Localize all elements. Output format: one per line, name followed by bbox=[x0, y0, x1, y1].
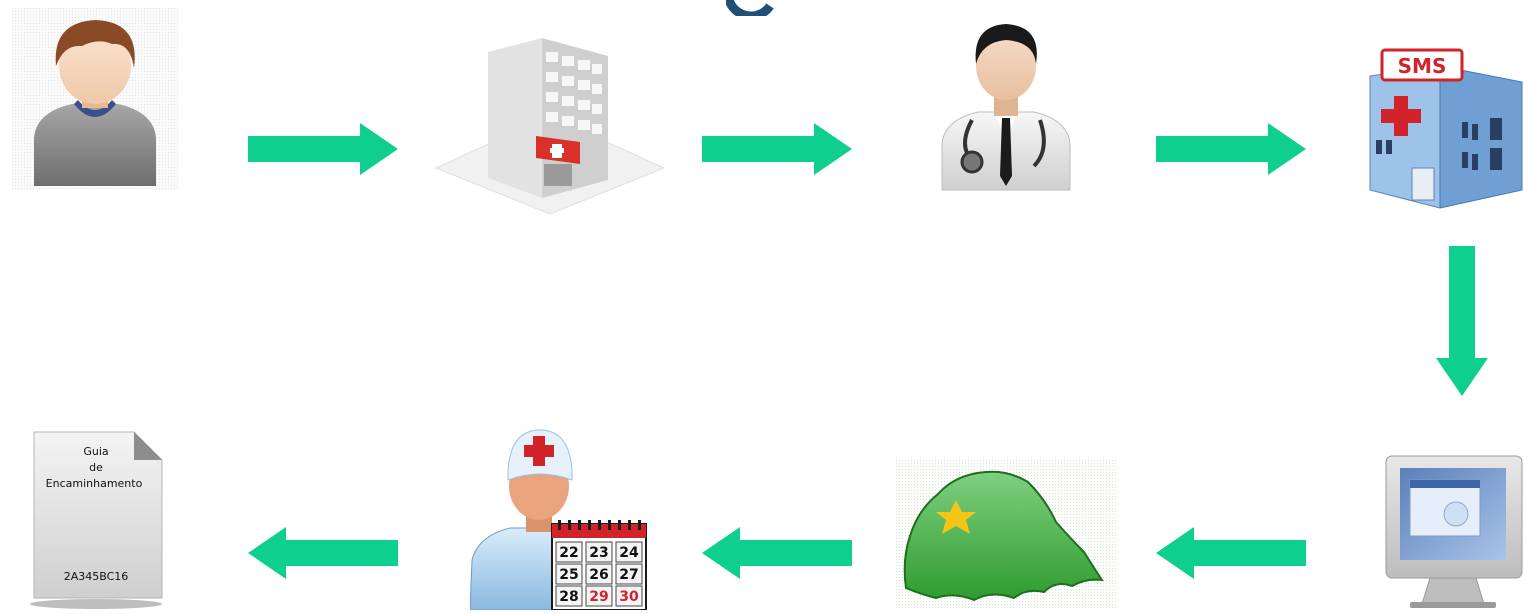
scheduler-with-calendar-icon: 22 23 24 25 26 27 28 29 30 bbox=[469, 429, 647, 611]
arrow-doctor-to-sms bbox=[1156, 123, 1308, 179]
computer-monitor-icon bbox=[1385, 455, 1523, 608]
doc-title-line-3: Encaminhamento bbox=[46, 477, 143, 490]
sms-node: SMS bbox=[1366, 40, 1524, 214]
calendar-day-highlight: 30 bbox=[619, 589, 639, 605]
arrow-state-map-to-scheduler bbox=[702, 527, 854, 583]
doc-code: 2A345BC16 bbox=[64, 570, 129, 583]
calendar-day-highlight: 29 bbox=[589, 589, 608, 605]
calendar-day: 25 bbox=[559, 567, 578, 583]
doctor-icon bbox=[941, 24, 1071, 191]
arrow-sms-to-system bbox=[1436, 246, 1488, 402]
parana-map-icon bbox=[896, 460, 1116, 610]
state-map-node bbox=[896, 460, 1116, 614]
health-unit-building-icon bbox=[434, 38, 666, 215]
doctor-node bbox=[938, 20, 1074, 196]
sms-label: SMS bbox=[1398, 54, 1447, 78]
cropped-title-fragment bbox=[726, 0, 776, 16]
arrow-patient-to-health-unit bbox=[248, 123, 400, 179]
scheduler-node: 22 23 24 25 26 27 28 29 30 bbox=[469, 428, 650, 614]
document-icon: Guia de Encaminhamento 2A345BC16 bbox=[30, 431, 163, 609]
calendar-day: 24 bbox=[619, 545, 639, 561]
doc-title-line-1: Guia bbox=[83, 445, 108, 458]
sms-building-icon: SMS bbox=[1369, 48, 1523, 209]
calendar-day: 26 bbox=[589, 567, 608, 583]
arrow-system-to-state-map bbox=[1156, 527, 1308, 583]
doc-title-line-2: de bbox=[89, 461, 103, 474]
arrow-scheduler-to-referral-guide bbox=[248, 527, 400, 583]
calendar-day: 28 bbox=[559, 589, 578, 605]
referral-guide-node: Guia de Encaminhamento 2A345BC16 bbox=[28, 428, 168, 614]
calendar: 22 23 24 25 26 27 28 29 30 bbox=[551, 520, 647, 611]
health-unit-node bbox=[432, 38, 668, 218]
calendar-day: 27 bbox=[619, 567, 638, 583]
patient-node bbox=[12, 8, 178, 194]
patient-icon bbox=[12, 8, 178, 190]
calendar-day: 23 bbox=[589, 545, 608, 561]
arrow-health-unit-to-doctor bbox=[702, 123, 854, 179]
calendar-day: 22 bbox=[559, 545, 578, 561]
system-node bbox=[1380, 452, 1524, 614]
